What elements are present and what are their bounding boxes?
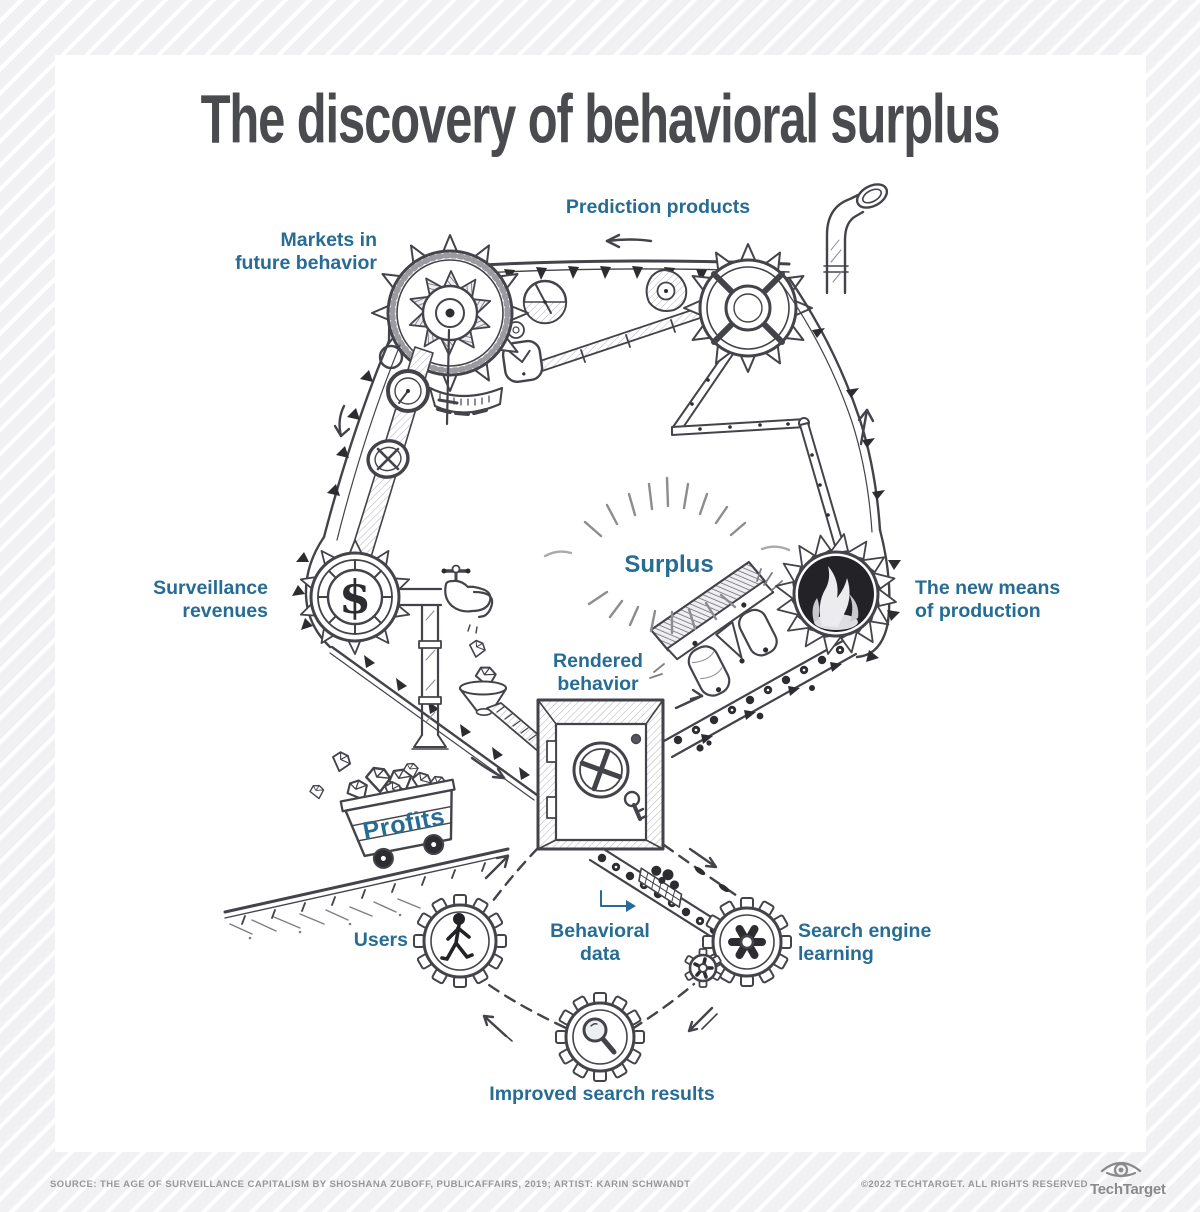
flow-arrow-to-vault [470,756,506,780]
label-prediction-products: Prediction products [565,196,751,218]
label-surplus: Surplus [624,551,714,578]
vault-icon [536,698,665,851]
exhaust-pipe-icon [823,183,889,295]
page-title: The discovery of behavioral surplus [200,80,1001,159]
press-machine [649,560,778,697]
pendulum-scale [428,328,504,426]
eye-icon [1100,1161,1142,1178]
surplus-burst [543,476,791,635]
tension-pulley-icon [366,439,410,479]
label-surveillance-revenues: Surveillance revenues [153,577,268,622]
fire-wheel-icon [774,532,898,656]
right-conveyor [780,276,901,662]
faucet-pipes [394,564,499,750]
revenue-wheel: $ [297,539,413,655]
data-bits-tray [638,865,683,908]
flow-arrow-up [857,408,875,446]
logo-wordmark: TechTarget [1090,1181,1166,1198]
label-new-means-production: The new means of production [915,577,1061,622]
label-markets-future-behavior: Markets in future behavior [235,229,377,274]
behavioral-data-arrow [600,890,636,912]
rail-track [223,847,510,940]
white-canvas [55,55,1146,1152]
label-search-engine-learning: Search engine learning [798,920,932,965]
flow-arrow-top [605,233,653,249]
production-conveyor [662,636,858,759]
markets-gear [371,234,529,392]
raw-behavior-bits [696,685,815,752]
flow-arrow-left-belt [333,404,351,438]
flow-arrow-conveyor [674,688,704,710]
prediction-wheel [683,243,813,373]
users-gear-icon [413,894,507,988]
profits-cart [339,761,456,869]
label-behavioral-data: Behavioral data [550,920,650,965]
left-conveyor [292,339,539,801]
loop-arrows [482,847,718,1042]
support-struts [671,327,844,547]
funnel-icon [459,680,550,753]
clock-dials [501,269,688,383]
label-users: Users [353,929,408,951]
pressure-gauge-icon [386,369,430,413]
label-rendered-behavior: Rendered behavior [553,650,643,695]
techtarget-logo: TechTarget [1090,1158,1166,1198]
copyright-notice: ©2022 TECHTARGET. ALL RIGHTS RESERVED [860,1179,1088,1190]
label-improved-search-results: Improved search results [489,1083,715,1105]
dollar-sign: $ [339,570,371,624]
source-credit: SOURCE: THE AGE OF SURVEILLANCE CAPITALI… [50,1179,691,1190]
magnifier-icon [582,1017,617,1055]
walking-person-icon [440,913,474,961]
search-results-gear-icon [555,992,645,1082]
learning-gears-icon [683,897,792,988]
